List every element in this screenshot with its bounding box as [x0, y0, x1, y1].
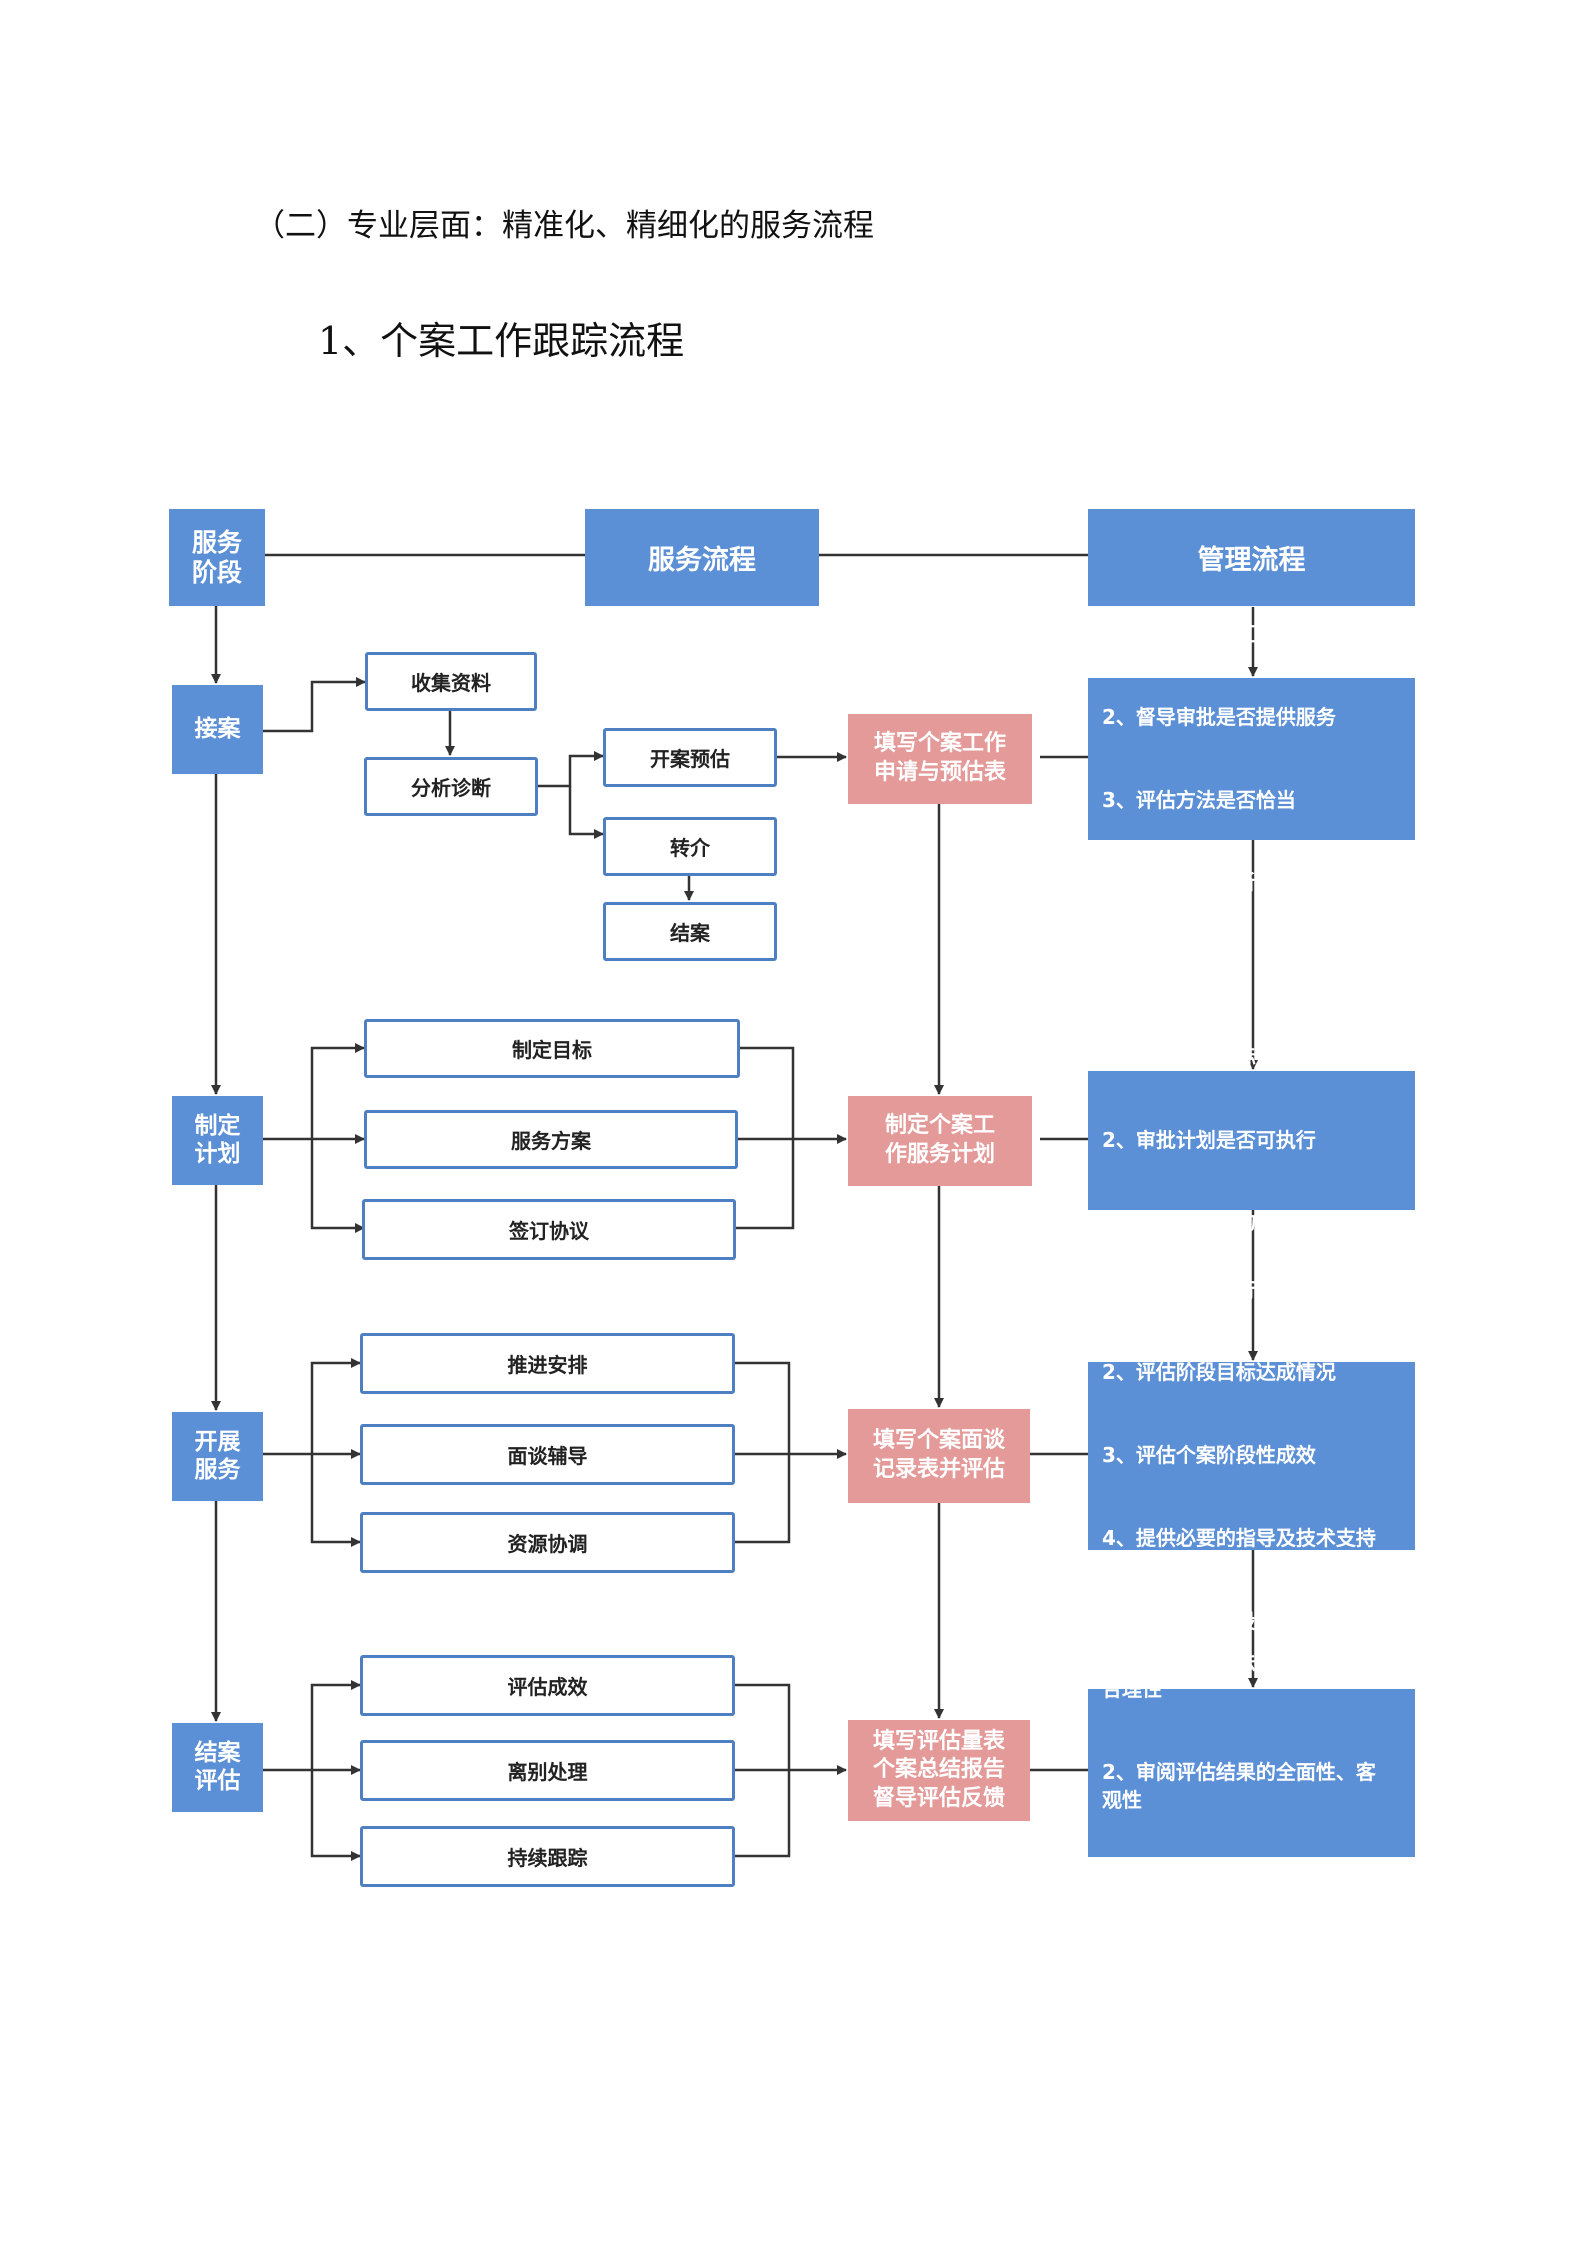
stage-column-header: 服务 阶段	[169, 509, 265, 606]
step-separation: 离别处理	[360, 1740, 735, 1801]
management-service-item: 5、社工心理建设	[1102, 1608, 1256, 1633]
management-intake-item: 3、评估方法是否恰当	[1102, 787, 1296, 812]
management-column-header: 管理流程	[1088, 509, 1415, 606]
step-referral: 转介	[603, 817, 777, 876]
management-intake: 1、社工向督导汇报基本情况 2、督导审批是否提供服务 3、评估方法是否恰当 4、…	[1088, 622, 1415, 894]
step-analyze-diagnose: 分析诊断	[364, 757, 538, 816]
management-intake-item: 4、评估问题分析是否全面客观	[1102, 870, 1376, 895]
step-arrangement: 推进安排	[360, 1333, 735, 1394]
management-plan-item: 1、审批服务目标是否可行	[1102, 1044, 1336, 1069]
management-plan-item: 2、审批计划是否可执行	[1102, 1127, 1316, 1152]
management-evaluation-item: 1、审批评估方法、评估工具的 合理性	[1102, 1649, 1376, 1702]
stage-intake: 接案	[172, 685, 263, 774]
stage-plan: 制定 计划	[172, 1096, 263, 1185]
step-follow-up: 持续跟踪	[360, 1826, 735, 1887]
record-application-form: 填写个案工作 申请与预估表	[848, 714, 1032, 804]
subsection-heading: 1、个案工作跟踪流程	[318, 319, 685, 363]
management-evaluation: 1、审批评估方法、评估工具的 合理性 2、审阅评估结果的全面性、客 观性 3、审…	[1088, 1650, 1415, 1895]
management-service-item: 4、提供必要的指导及技术支持	[1102, 1525, 1376, 1550]
management-plan: 1、审批服务目标是否可行 2、审批计划是否可执行 3、评估可预期的难点与风险	[1088, 1045, 1415, 1234]
service-column-header: 服务流程	[585, 509, 819, 606]
management-service: 1、监测个案执行进度 2、评估阶段目标达成情况 3、评估个案阶段性成效 4、提供…	[1088, 1278, 1415, 1633]
step-sign-agreement: 签订协议	[362, 1199, 736, 1260]
step-set-goals: 制定目标	[364, 1019, 740, 1078]
step-resource-coordination: 资源协调	[360, 1512, 735, 1573]
record-service-plan: 制定个案工 作服务计划	[848, 1096, 1032, 1186]
management-service-item: 3、评估个案阶段性成效	[1102, 1443, 1316, 1468]
stage-service: 开展 服务	[172, 1412, 263, 1501]
section-heading: （二）专业层面：精准化、精细化的服务流程	[254, 208, 874, 244]
management-service-item: 1、监测个案执行进度	[1102, 1277, 1296, 1302]
step-interview-counsel: 面谈辅导	[360, 1424, 735, 1485]
stage-evaluation: 结案 评估	[172, 1723, 263, 1812]
step-open-case-assess: 开案预估	[603, 728, 777, 787]
step-close-case: 结案	[603, 902, 777, 961]
management-evaluation-item: 2、审阅评估结果的全面性、客 观性	[1102, 1760, 1376, 1812]
record-evaluation-report: 填写评估量表 个案总结报告 督导评估反馈	[848, 1720, 1030, 1821]
record-interview-form: 填写个案面谈 记录表并评估	[848, 1409, 1030, 1503]
management-intake-item: 1、社工向督导汇报基本情况	[1102, 622, 1356, 647]
step-collect-info: 收集资料	[365, 652, 537, 711]
management-plan-item: 3、评估可预期的难点与风险	[1102, 1210, 1356, 1235]
management-evaluation-item: 3、审批结案报告	[1102, 1870, 1256, 1895]
step-service-plan: 服务方案	[364, 1110, 738, 1169]
management-intake-item: 2、督导审批是否提供服务	[1102, 704, 1336, 729]
step-evaluate-outcome: 评估成效	[360, 1655, 735, 1716]
management-service-item: 2、评估阶段目标达成情况	[1102, 1360, 1336, 1385]
